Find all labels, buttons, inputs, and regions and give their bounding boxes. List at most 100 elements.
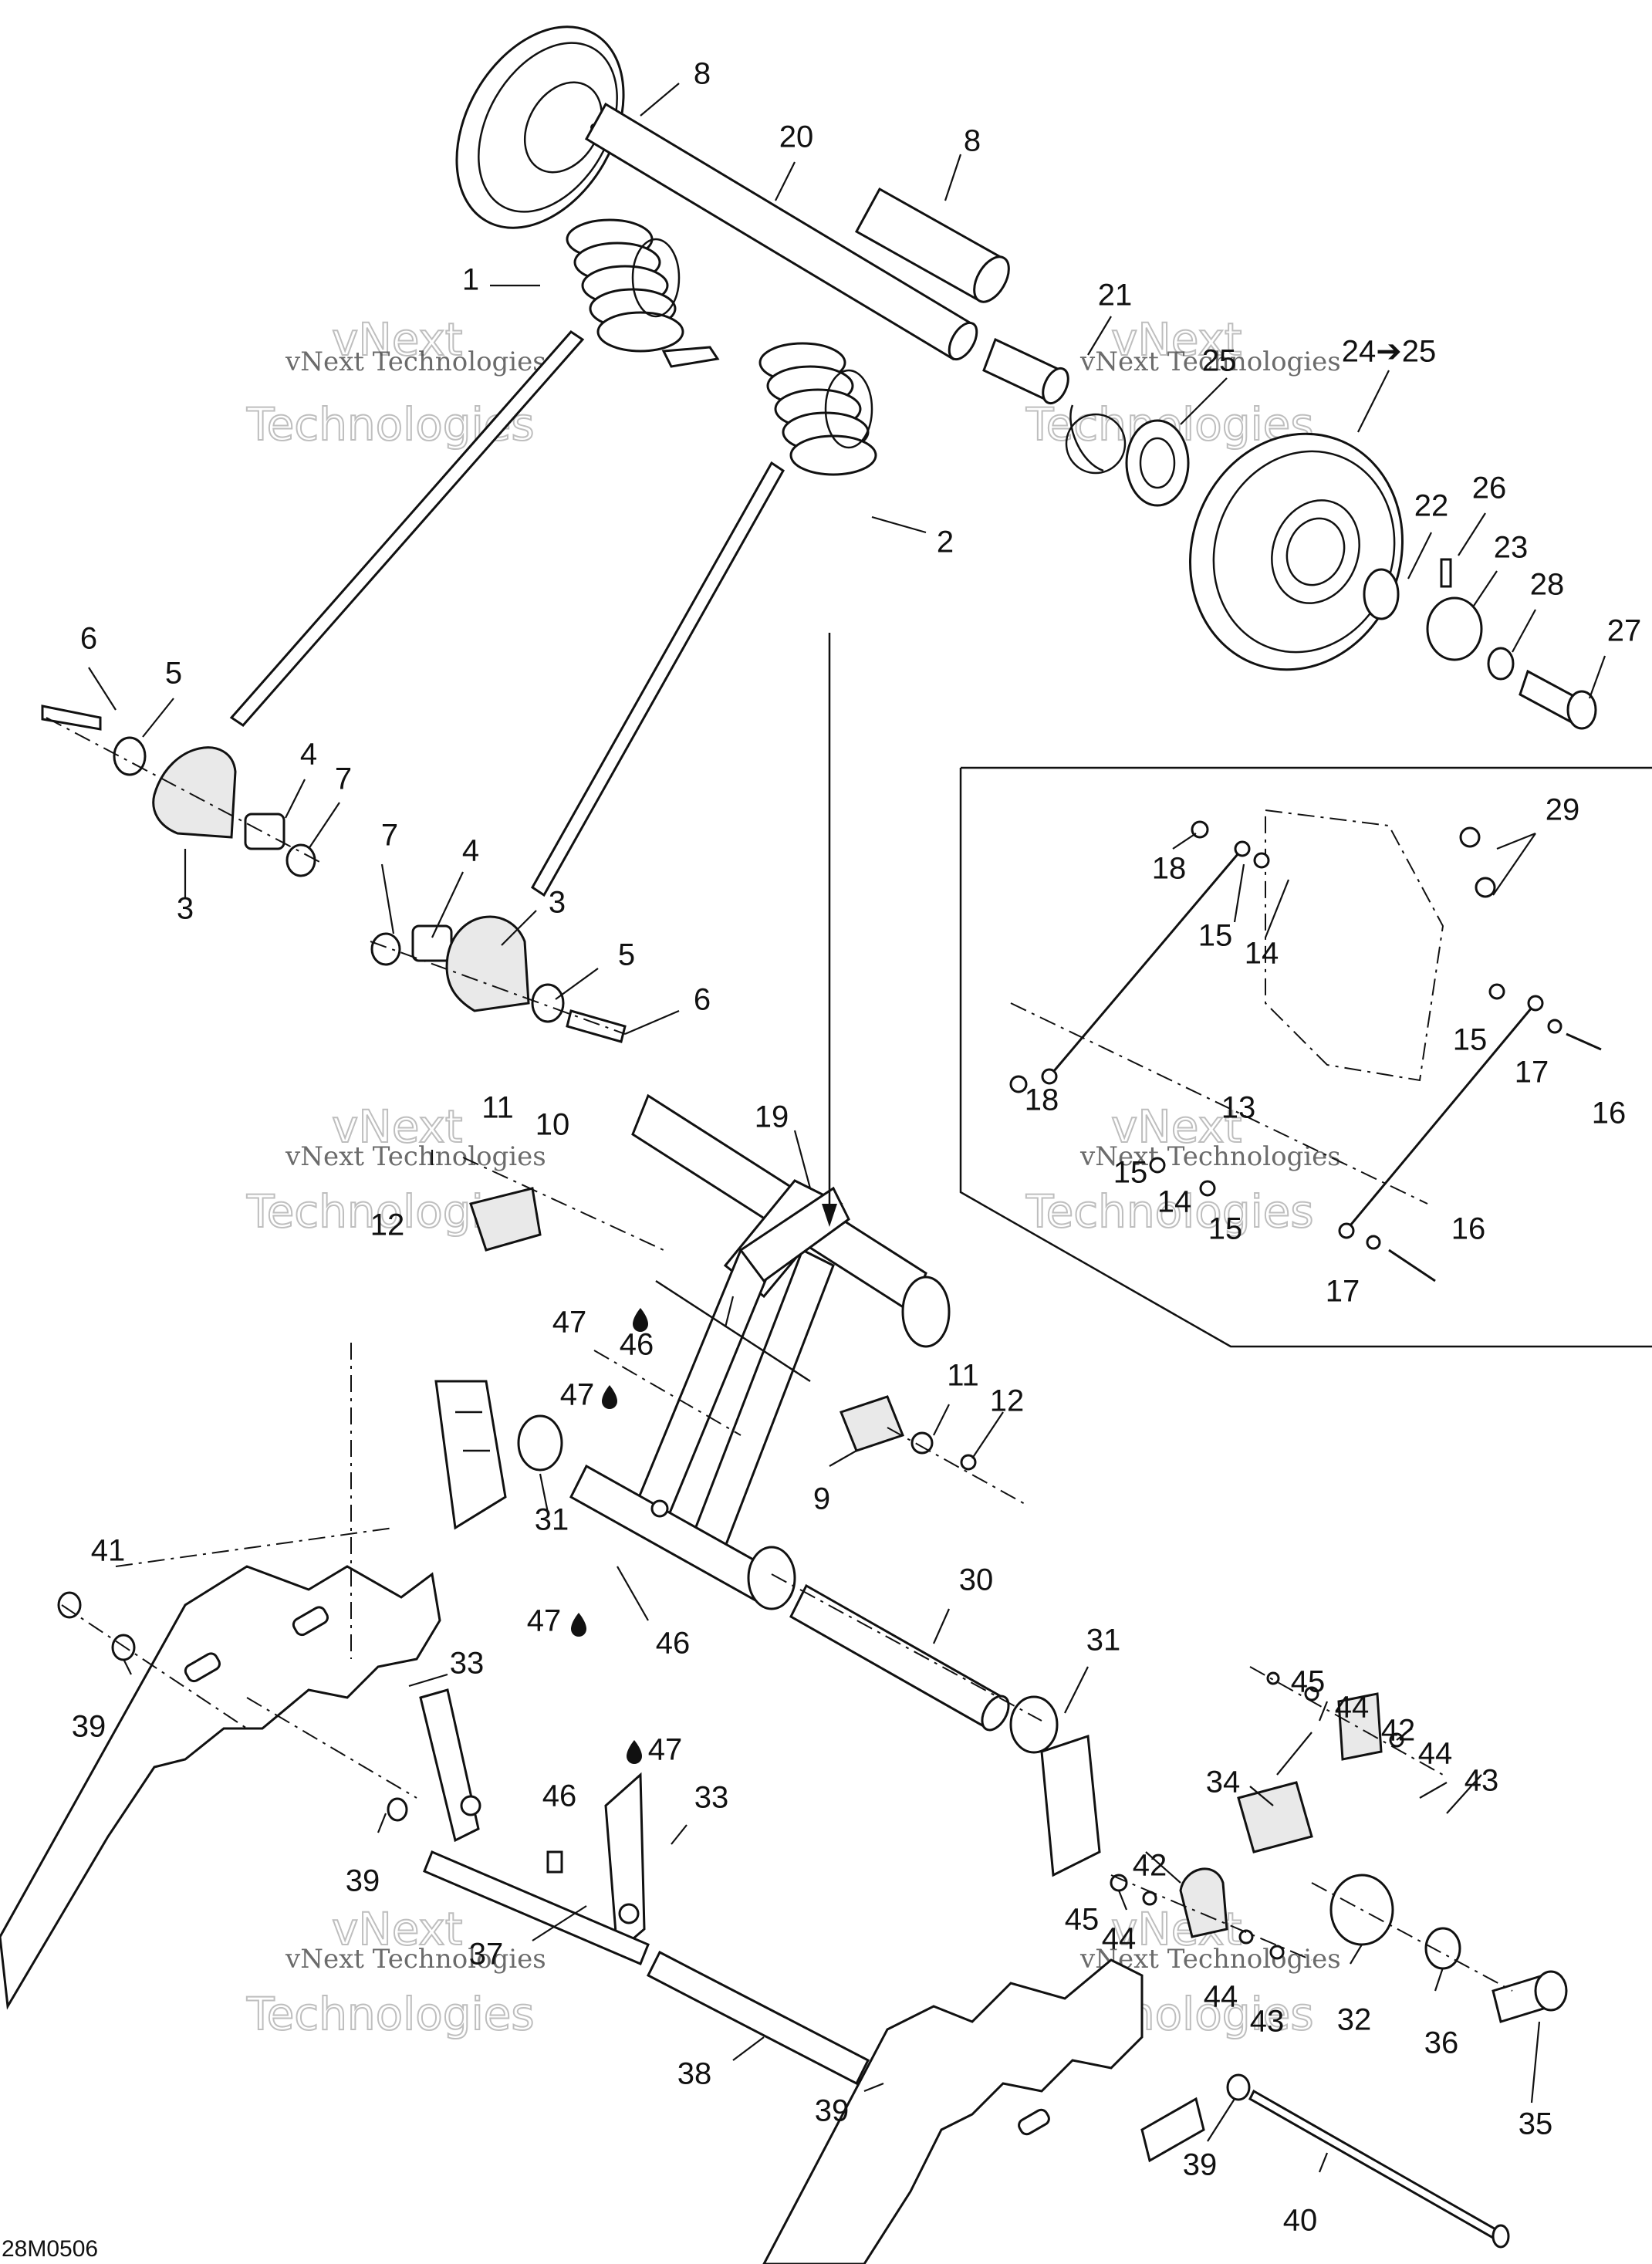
callout-34: 34 [1206,1766,1241,1799]
oil-drop-icon [571,1613,586,1637]
watermark-top-left: vNext Technologies vNext Technologies [245,313,546,451]
callout-33: 33 [450,1647,485,1681]
svg-text:vNext: vNext [332,1100,462,1153]
left-mount-bracket-lower [370,915,627,1043]
rear-mount-right [1040,1671,1568,2023]
watermark-group: vNext Technologies vNext Technologies vN… [245,313,1341,2041]
callout-28: 28 [1530,568,1565,602]
callout-17: 17 [1326,1275,1360,1309]
svg-text:Technologies: Technologies [1025,1185,1314,1238]
callout-47: 47 [560,1378,595,1412]
plates-left [434,1380,563,1530]
callout-26: 26 [1472,471,1507,505]
callout-39: 39 [1183,2148,1218,2182]
svg-text:vNext: vNext [332,313,462,366]
callout-5: 5 [165,657,182,691]
callout-9: 9 [813,1482,830,1516]
callout-35: 35 [1519,2107,1553,2141]
callout-44: 44 [1418,1737,1453,1771]
bushing-tube-8 [854,187,1010,303]
callout-47: 47 [648,1733,683,1767]
watermark-bottom-left: vNext Technologies vNext Technologies [245,1902,546,2041]
left-mount-bracket-upper [41,705,316,877]
oil-drop-icon [602,1385,617,1409]
callout-1: 1 [462,263,479,297]
callout-31: 31 [1086,1624,1121,1657]
callout-8: 8 [964,124,981,158]
callout-18: 18 [1152,852,1187,886]
callout-23: 23 [1494,531,1529,565]
callout-43: 43 [1250,2005,1285,2039]
top-wheel-right [1189,432,1404,671]
top-wheel-left [455,25,625,229]
spring-1 [229,218,720,727]
callout-39: 39 [815,2094,850,2128]
callout-15: 15 [1453,1023,1488,1057]
callout-27: 27 [1607,614,1642,648]
callout-3: 3 [549,886,566,920]
callout-24: 24➔25 [1342,335,1437,369]
callout-4: 4 [300,738,317,772]
callout-14: 14 [1245,937,1279,971]
callout-13: 13 [1221,1091,1256,1125]
callout-37: 37 [469,1938,504,1972]
callout-33: 33 [694,1781,729,1815]
callout-39: 39 [72,1710,106,1744]
callout-46: 46 [656,1627,691,1661]
callout-6: 6 [80,622,97,656]
callout-46: 46 [542,1779,577,1813]
svg-text:vNext Technologies: vNext Technologies [285,1141,546,1172]
callout-labels: 8 20 8 1 21 25 24➔25 2 22 26 23 28 27 6 … [72,57,1642,2238]
callout-15: 15 [1113,1156,1148,1190]
callout-38: 38 [677,2057,712,2091]
svg-text:Technologies: Technologies [246,1988,535,2040]
callout-15: 15 [1208,1212,1243,1246]
callout-11: 11 [947,1359,979,1393]
callout-25: 25 [1202,344,1237,378]
diagram-code: 28M0506 [2,2236,98,2262]
callout-45: 45 [1065,1903,1100,1937]
wheel-hardware-right [1363,558,1597,730]
callout-46: 46 [620,1328,654,1362]
callout-4: 4 [462,834,479,868]
watermark-middle-right: vNext Technologies vNext Technologies [1025,1100,1341,1238]
leader-lines [88,83,1606,2173]
callout-19: 19 [755,1100,789,1134]
callout-31: 31 [535,1503,569,1537]
callout-47: 47 [527,1604,562,1638]
callout-14: 14 [1157,1185,1192,1219]
callout-44: 44 [1204,1980,1238,2014]
direction-arrow [822,633,837,1227]
callout-45: 45 [1291,1665,1326,1699]
callout-5: 5 [618,938,635,972]
callout-47: 47 [552,1306,587,1340]
callout-42: 42 [1133,1849,1167,1883]
callout-44: 44 [1102,1922,1137,1956]
callout-20: 20 [779,120,814,154]
callout-32: 32 [1337,2003,1372,2037]
callout-21: 21 [1098,279,1133,313]
svg-text:vNext Technologies: vNext Technologies [285,346,546,377]
svg-text:vNext Technologies: vNext Technologies [1079,1141,1341,1172]
callout-30: 30 [959,1563,994,1597]
axle-tube-20 [584,102,978,361]
callout-40: 40 [1283,2204,1318,2238]
lower-cross-member-37 [387,1688,650,1965]
svg-text:vNext: vNext [1111,313,1242,366]
oil-drop-icon [627,1740,642,1764]
callout-10: 10 [535,1108,570,1142]
long-bolt-40 [1226,2073,1510,2249]
callout-12: 12 [370,1208,405,1242]
swing-arm-19 [569,1093,951,1610]
washers-left-frame [57,1591,136,1661]
svg-text:vNext: vNext [332,1903,462,1955]
callout-42: 42 [1381,1714,1416,1748]
callout-41: 41 [91,1534,126,1568]
callout-12: 12 [990,1384,1025,1418]
spring-2 [531,342,877,897]
oil-drop-icons [571,1308,648,1764]
callout-22: 22 [1414,489,1449,523]
callout-8: 8 [694,57,711,91]
watermark-middle-left: vNext Technologies vNext Technologies [245,1100,546,1238]
